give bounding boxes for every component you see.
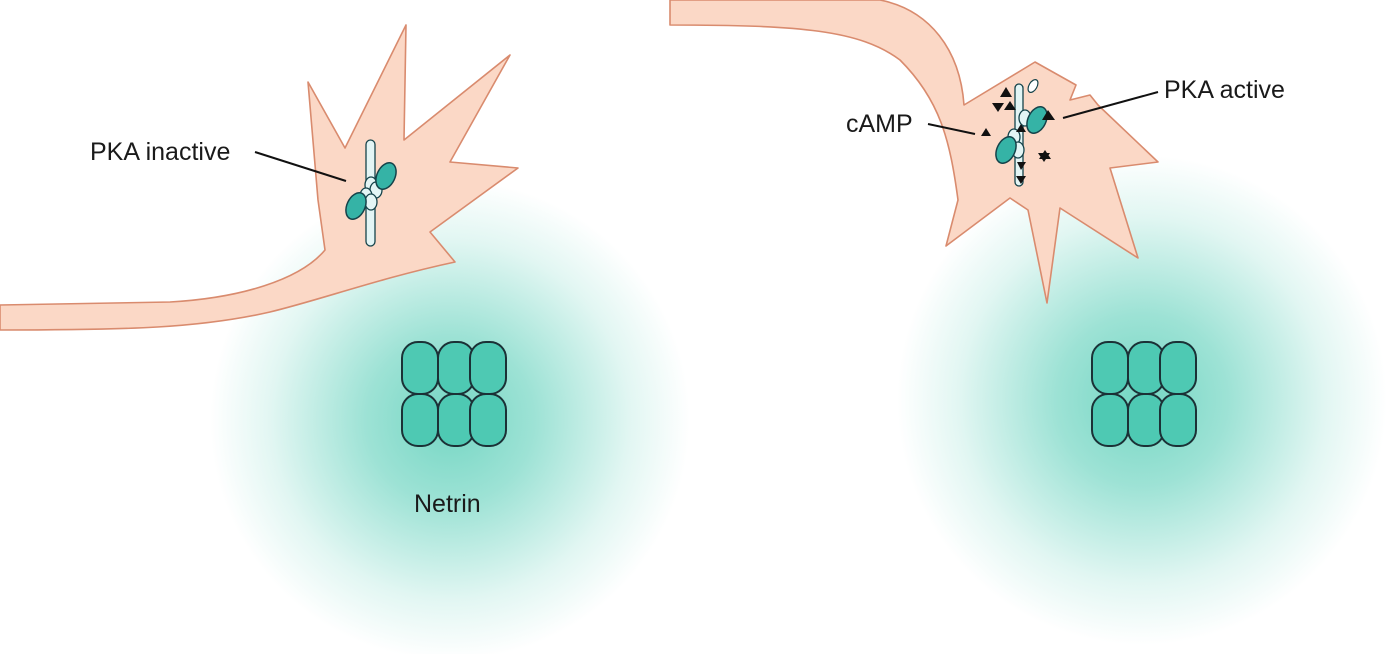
pka-catalytic-subunit [345, 192, 367, 220]
pka-active-leader-line [1062, 91, 1159, 119]
pka-complex-active [995, 79, 1048, 187]
netrin-label: Netrin [414, 490, 481, 518]
netrin-cell-cluster-right [1091, 341, 1197, 447]
camp-leader-line [927, 123, 976, 135]
pka-regulatory-subunit [1027, 79, 1039, 93]
pka-catalytic-subunit [1026, 106, 1048, 134]
pka-inactive-label: PKA inactive [90, 138, 231, 166]
camp-label: cAMP [846, 110, 913, 138]
pka-active-label: PKA active [1164, 76, 1285, 104]
pka-complex-inactive [345, 139, 397, 247]
pka-catalytic-subunit [375, 162, 397, 190]
growth-cone-right [669, 0, 1159, 304]
camp-molecules [981, 87, 1055, 184]
pka-catalytic-subunit [995, 136, 1017, 164]
netrin-cell-cluster-left [401, 341, 507, 447]
pka-inactive-leader-line [254, 151, 347, 182]
growth-cone-left [0, 24, 519, 331]
